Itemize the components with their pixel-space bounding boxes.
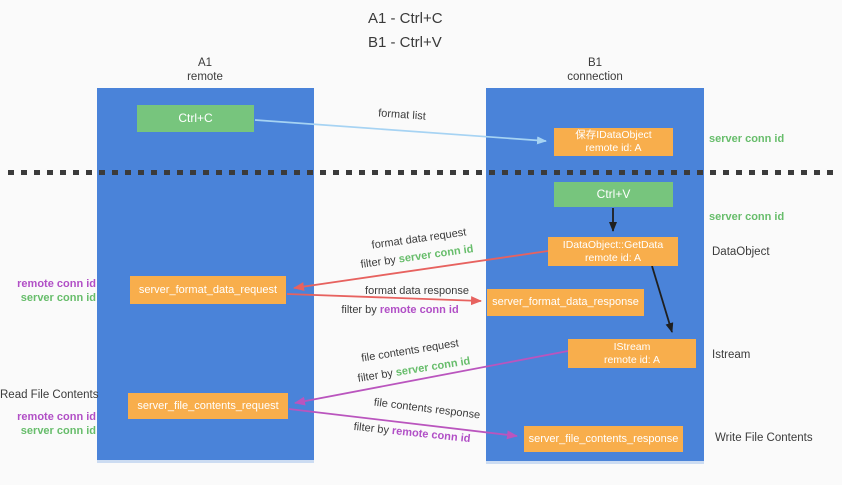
diagram-title: A1 - Ctrl+C B1 - Ctrl+V xyxy=(368,7,443,55)
label-server-conn-id-right-mid: server conn id xyxy=(709,211,785,223)
node-istream-line1: IStream xyxy=(613,340,651,353)
session-divider-dashed-line xyxy=(8,170,836,175)
label-read-file-contents: Read File Contents xyxy=(0,389,99,401)
label-remote-conn-id-left-bottom: remote conn id xyxy=(17,411,96,423)
label-server-conn-id-left-top: server conn id xyxy=(20,292,96,304)
column-b1-subtitle: connection xyxy=(567,71,623,83)
node-server-format-data-response: server_format_data_response xyxy=(487,289,644,316)
node-idataobject-getdata: IDataObject::GetData remote id: A xyxy=(548,237,678,266)
filter-by-text: filter by xyxy=(359,254,397,271)
node-save-idataobject-line2: remote id: A xyxy=(585,142,642,154)
label-file-contents-response: file contents response xyxy=(373,396,481,422)
node-getdata-line1: IDataObject::GetData xyxy=(562,238,664,251)
label-server-conn-id-left-bottom: server conn id xyxy=(20,425,96,437)
label-write-file-contents: Write File Contents xyxy=(715,432,813,444)
label-format-list: format list xyxy=(377,107,427,123)
title-line-b1: B1 - Ctrl+V xyxy=(368,34,442,51)
node-ctrl-v: Ctrl+V xyxy=(554,182,673,207)
server-conn-id-text: server conn id xyxy=(398,243,475,266)
label-format-data-response: format data response xyxy=(365,285,469,297)
column-a1-subtitle: remote xyxy=(187,71,223,83)
node-server-file-contents-request: server_file_contents_request xyxy=(128,393,288,419)
node-ctrl-c: Ctrl+C xyxy=(137,105,254,132)
server-conn-id-text: server conn id xyxy=(394,355,472,379)
label-filter-by-remote-conn-id-1: filter by remote conn id xyxy=(341,304,458,316)
node-server-file-contents-response: server_file_contents_response xyxy=(524,426,683,452)
node-istream-line2: remote id: A xyxy=(603,353,661,366)
node-save-idataobject: 保存IDataObject remote id: A xyxy=(554,128,673,156)
remote-conn-id-text: remote conn id xyxy=(391,424,471,446)
label-istream-right: Istream xyxy=(712,349,751,361)
node-istream: IStream remote id: A xyxy=(568,339,696,368)
column-header-a1: A1 remote xyxy=(187,56,223,84)
title-line-a1: A1 - Ctrl+C xyxy=(368,10,443,27)
column-a1-name: A1 xyxy=(197,57,213,69)
column-header-b1: B1 connection xyxy=(567,56,623,84)
node-server-format-data-request: server_format_data_request xyxy=(130,276,286,304)
label-remote-conn-id-left-top: remote conn id xyxy=(17,278,96,290)
node-save-idataobject-line1: 保存IDataObject xyxy=(575,129,652,141)
filter-by-text: filter by xyxy=(356,367,394,385)
label-filter-by-remote-conn-id-2: filter by remote conn id xyxy=(353,421,471,445)
node-getdata-line2: remote id: A xyxy=(584,251,642,264)
filter-by-text: filter by xyxy=(341,304,377,316)
filter-by-text: filter by xyxy=(353,420,390,437)
remote-conn-id-text: remote conn id xyxy=(379,304,459,316)
label-server-conn-id-right-top: server conn id xyxy=(709,133,785,145)
column-b1-name: B1 xyxy=(587,57,603,69)
label-dataobject: DataObject xyxy=(712,246,770,258)
